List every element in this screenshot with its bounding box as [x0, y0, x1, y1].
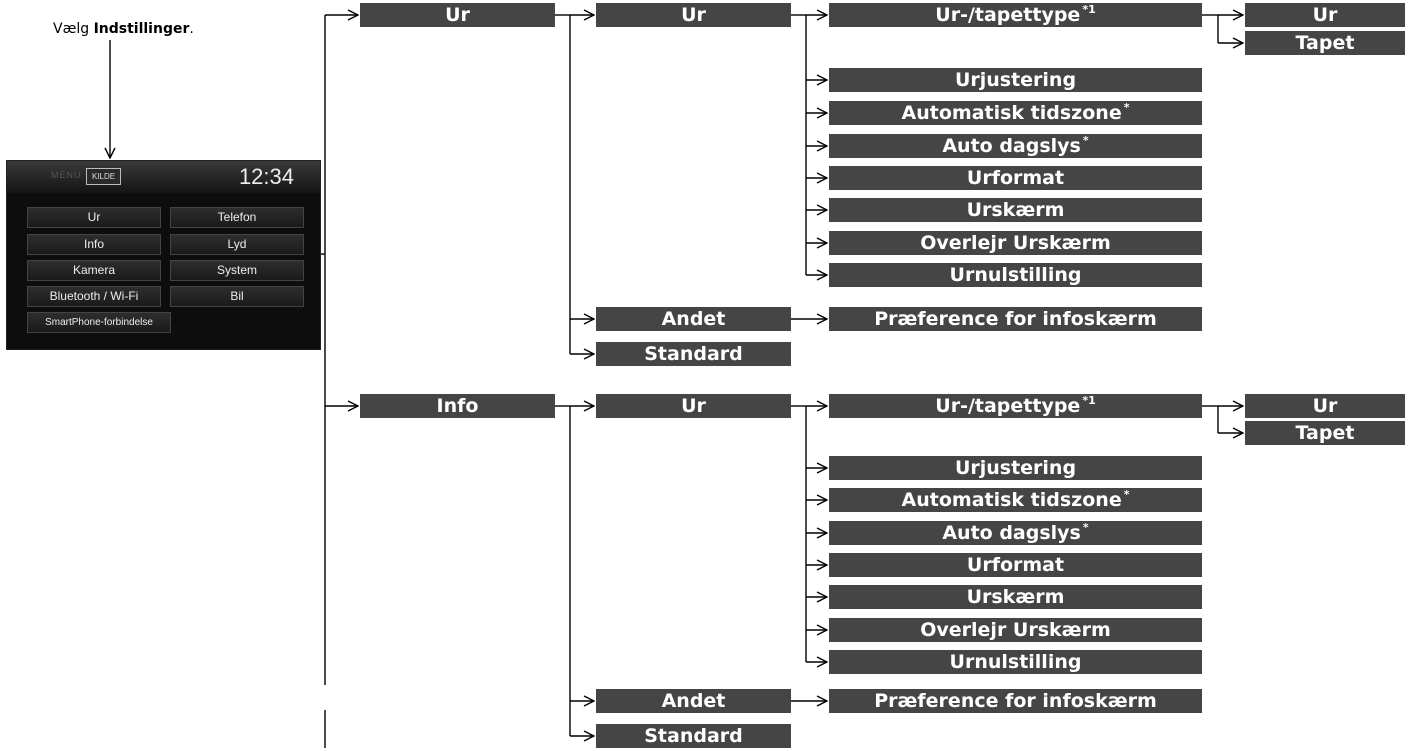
menu-info: Info: [360, 394, 555, 418]
item-automatisk-tidszone: Automatisk tidszone*: [829, 488, 1202, 512]
footnote-mark: *: [1123, 101, 1130, 114]
screen-button-smartphone[interactable]: SmartPhone-forbindelse: [27, 312, 171, 333]
item-urskaerm: Urskærm: [829, 585, 1202, 609]
item-label: Auto dagslys: [942, 135, 1081, 157]
screen-button-system[interactable]: System: [170, 260, 304, 281]
source-button[interactable]: KILDE: [86, 168, 121, 185]
item-overlejr-urskaerm: Overlejr Urskærm: [829, 231, 1202, 255]
screen-clock: 12:34: [238, 164, 294, 189]
screen-button-info[interactable]: Info: [27, 234, 161, 255]
item-auto-dagslys: Auto dagslys*: [829, 521, 1202, 545]
item-urformat: Urformat: [829, 166, 1202, 190]
menu-label: MENU: [51, 170, 82, 180]
menu-ur: Ur: [360, 3, 555, 27]
item-label: Automatisk tidszone: [901, 489, 1122, 511]
caption-prefix: Vælg: [53, 21, 94, 37]
item-praeference-infoskaerm: Præference for infoskærm: [829, 307, 1202, 331]
item-urskaerm: Urskærm: [829, 198, 1202, 222]
item-urnulstilling: Urnulstilling: [829, 650, 1202, 674]
screen-button-bluetooth[interactable]: Bluetooth / Wi-Fi: [27, 286, 161, 307]
option-tapet: Tapet: [1245, 421, 1405, 445]
item-urjustering: Urjustering: [829, 456, 1202, 480]
caption-bold: Indstillinger: [93, 21, 190, 37]
item-label: Auto dagslys: [942, 522, 1081, 544]
option-tapet: Tapet: [1245, 31, 1405, 55]
screen-topbar: [7, 161, 320, 193]
submenu-standard: Standard: [596, 342, 791, 366]
screen-button-bil[interactable]: Bil: [170, 286, 304, 307]
footnote-mark: *: [1123, 488, 1130, 501]
item-label: Ur-/tapettype: [935, 4, 1081, 26]
screen-button-ur[interactable]: Ur: [27, 207, 161, 228]
screen-button-kamera[interactable]: Kamera: [27, 260, 161, 281]
item-auto-dagslys: Auto dagslys*: [829, 134, 1202, 158]
submenu-andet: Andet: [596, 307, 791, 331]
item-label: Ur-/tapettype: [935, 395, 1081, 417]
item-automatisk-tidszone: Automatisk tidszone*: [829, 101, 1202, 125]
submenu-ur: Ur: [596, 394, 791, 418]
item-overlejr-urskaerm: Overlejr Urskærm: [829, 618, 1202, 642]
screen-button-lyd[interactable]: Lyd: [170, 234, 304, 255]
footnote-mark: *: [1082, 521, 1089, 534]
item-urjustering: Urjustering: [829, 68, 1202, 92]
option-ur: Ur: [1245, 394, 1405, 418]
footnote-mark: *: [1082, 134, 1089, 147]
instruction-caption: Vælg Indstillinger.: [53, 21, 194, 37]
option-ur: Ur: [1245, 3, 1405, 27]
submenu-standard: Standard: [596, 724, 791, 748]
screen-button-telefon[interactable]: Telefon: [170, 207, 304, 228]
item-ur-tapettype: Ur-/tapettype*1: [829, 3, 1202, 27]
caption-suffix: .: [189, 21, 194, 37]
item-label: Automatisk tidszone: [901, 102, 1122, 124]
submenu-ur: Ur: [596, 3, 791, 27]
footnote-mark: *1: [1082, 394, 1096, 407]
item-praeference-infoskaerm: Præference for infoskærm: [829, 689, 1202, 713]
item-urformat: Urformat: [829, 553, 1202, 577]
settings-screen: MENU KILDE 12:34 Ur Telefon Info Lyd Kam…: [6, 160, 321, 350]
item-urnulstilling: Urnulstilling: [829, 263, 1202, 287]
submenu-andet: Andet: [596, 689, 791, 713]
item-ur-tapettype: Ur-/tapettype*1: [829, 394, 1202, 418]
footnote-mark: *1: [1082, 3, 1096, 16]
